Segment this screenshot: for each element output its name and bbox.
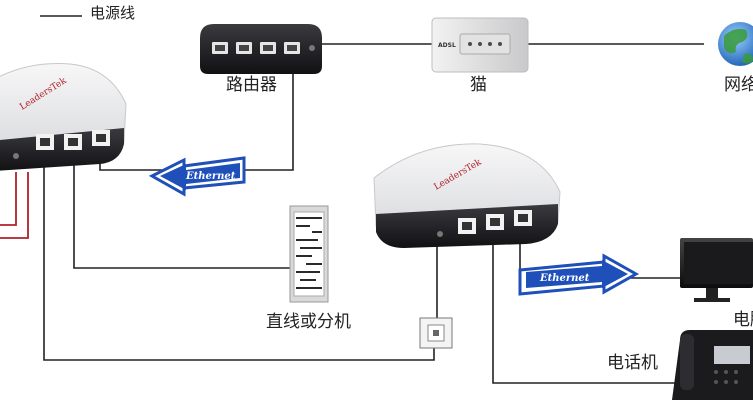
computer-monitor-icon: [680, 238, 753, 302]
router-label: 路由器: [226, 75, 277, 95]
wall-socket-plate: [419, 317, 453, 349]
left-unit-long-wire: [43, 152, 435, 361]
modem-brand-text: ADSL: [438, 42, 456, 49]
line-or-splitter-label: 直线或分机: [266, 312, 351, 332]
ethernet-arrow-left: Ethernet: [148, 156, 246, 197]
telephone-label: 电话机: [607, 353, 658, 373]
router-device: [200, 24, 322, 74]
telephone-icon: [672, 330, 753, 400]
power-cord-label: 电源线: [90, 4, 136, 22]
modem-label: 猫: [470, 75, 487, 95]
internet-label: 网络: [724, 75, 753, 95]
right-unit-to-phone-wire: [492, 236, 680, 384]
ethernet-arrow-right: Ethernet: [518, 253, 640, 296]
right-powerline-adapter: LeadersTek: [373, 143, 561, 248]
splitter-tower: [289, 205, 329, 303]
computer-label: 电脑: [733, 310, 753, 330]
power-wires: [0, 172, 29, 239]
left-unit-to-splitter-wire: [73, 152, 290, 269]
ethernet-label-left: Ethernet: [185, 171, 236, 182]
left-powerline-adapter: LeadersTek: [0, 63, 127, 171]
wiring: [40, 15, 704, 384]
ethernet-label-right: Ethernet: [539, 273, 590, 284]
globe-icon: [718, 22, 753, 66]
modem-device: ADSL: [431, 17, 529, 73]
